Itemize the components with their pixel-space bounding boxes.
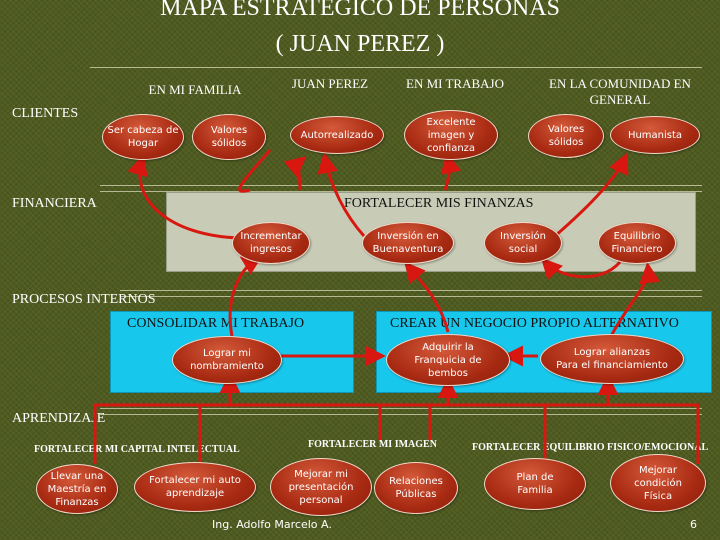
fortalecer-imagen-title: FORTALECER MI IMAGEN [308,439,437,450]
capital-intelectual-title: FORTALECER MI CAPITAL INTELECTUAL [34,444,240,455]
node-cabeza-hogar: Ser cabeza de Hogar [102,114,184,160]
arrow-bracket-lrn [93,403,700,464]
negocio-title: CREAR UN NEGOCIO PROPIO ALTERNATIVO [390,316,679,331]
node-lograr-nombramiento: Lograr mi nombramiento [172,336,282,384]
node-valores-familia: Valores sólidos [192,114,266,160]
perspective-procesos: PROCESOS INTERNOS [12,292,156,307]
node-valores-comunidad: Valores sólidos [528,114,604,158]
perspective-financiera: FINANCIERA [12,196,97,211]
divider-line [90,67,702,68]
divider-line [120,296,702,297]
arrow-buenaventura-autorrealizado [317,152,366,238]
arrow-finanzas-autorrealizado [283,156,307,191]
arrow-ingresos-hogar [127,154,241,240]
arrow-franquicia-buenaventura [404,261,450,333]
divider-line [120,290,702,291]
perspective-clientes: CLIENTES [12,106,79,121]
node-equilibrio-financiero: Equilibrio Financiero [598,222,676,264]
page-number: 6 [690,518,697,531]
arrow-finanzas-imagen [440,152,462,191]
node-maestria-finanzas: Llevar una Maestría en Finanzas [36,464,118,514]
map-subtitle: ( JUAN PEREZ ) [275,31,445,57]
map-title: MAPA ESTRATÉGICO DE PERSONAS [160,0,560,21]
footer-author: Ing. Adolfo Marcelo A. [212,518,332,531]
consolidar-title: CONSOLIDAR MI TRABAJO [127,316,305,331]
node-inversion-social: Inversión social [484,222,562,264]
financiera-title: FORTALECER MIS FINANZAS [344,196,534,211]
arrow-line [238,149,272,193]
node-autorrealizado: Autorrealizado [290,116,384,154]
node-plan-familia: Plan de Familia [484,458,586,510]
arrow-social-humanista [554,152,629,238]
node-incrementar-ingresos: Incrementar ingresos [232,222,310,264]
arrow-alianzas-equilibrio [608,262,661,339]
node-condicion-fisica: Mejorar condición Física [610,454,706,512]
node-relaciones-publicas: Relaciones Públicas [374,462,458,514]
node-autoaprendizaje: Fortalecer mi auto aprendizaje [134,462,256,512]
equilibrio-fisico-title: FORTALECER EQUILIBRIO FISICO/EMOCIONAL [472,442,709,453]
arrow-equilibrio-social [540,257,622,281]
header-comunidad: EN LA COMUNIDAD EN GENERAL [549,76,691,107]
divider-line [100,408,702,409]
header-juan-perez: JUAN PEREZ [291,76,369,91]
divider-line [100,414,702,415]
node-imagen-confianza: Excelente imagen y confianza [404,110,498,160]
node-presentacion-personal: Mejorar mi presentación personal [270,458,372,516]
node-inversion-buenaventura: Inversión en Buenaventura [362,222,454,264]
perspective-aprendizaje: APRENDIZAJE [12,411,106,426]
arrow-nombramiento-ingresos [228,254,264,337]
header-trabajo: EN MI TRABAJO [406,76,504,91]
node-franquicia-bembos: Adquirir la Franquicia de bembos [386,334,510,386]
divider-line [100,185,702,186]
header-familia: EN MI FAMILIA [148,82,242,97]
node-lograr-alianzas: Lograr alianzas Para el financiamiento [540,334,684,384]
divider-line [100,191,702,192]
node-humanista: Humanista [610,116,700,154]
